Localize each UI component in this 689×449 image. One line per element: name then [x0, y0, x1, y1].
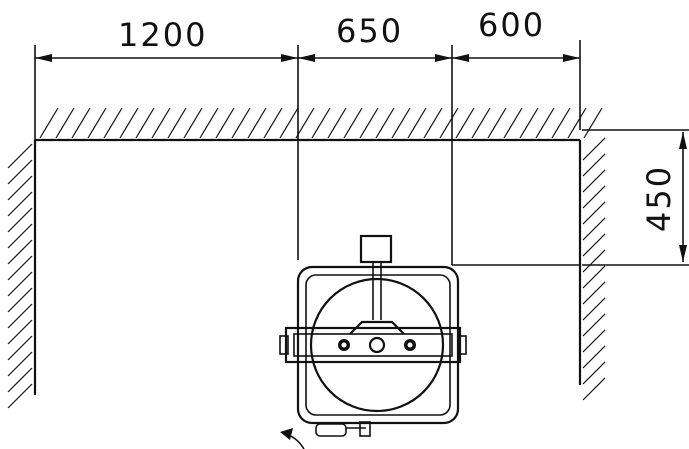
hatch-stroke [7, 319, 33, 345]
hatch-stroke [503, 107, 523, 139]
hatch-stroke [582, 361, 606, 385]
hatch-stroke [582, 217, 606, 241]
hatch-stroke [7, 175, 33, 201]
wall-hatching [7, 107, 606, 409]
hatch-stroke [567, 107, 587, 139]
hatch-stroke [295, 107, 315, 139]
hatch-stroke [582, 169, 606, 193]
hatch-stroke [7, 271, 33, 297]
hatch-stroke [7, 351, 33, 377]
hatch-stroke [119, 107, 139, 139]
hatch-stroke [359, 107, 379, 139]
hatch-stroke [582, 201, 606, 225]
hatch-stroke [582, 345, 606, 369]
right-dimension-line [679, 132, 687, 262]
hatch-stroke [375, 107, 395, 139]
hatch-stroke [167, 107, 187, 139]
hatch-stroke [7, 207, 33, 233]
hatch-stroke [247, 107, 267, 139]
hatch-stroke [7, 383, 33, 409]
appliance-top-view [279, 234, 467, 437]
hatch-stroke [582, 185, 606, 209]
hatch-stroke [7, 287, 33, 313]
hatch-stroke [327, 107, 347, 139]
hatch-stroke [87, 107, 107, 139]
hatch-stroke [583, 107, 603, 139]
hatch-stroke [582, 329, 606, 353]
hatch-stroke [519, 107, 539, 139]
hatch-stroke [391, 107, 411, 139]
hatch-stroke [7, 255, 33, 281]
dimension-width-right: 600 [478, 6, 545, 44]
hatch-stroke [407, 107, 427, 139]
hatch-stroke [343, 107, 363, 139]
hatch-stroke [151, 107, 171, 139]
hatch-stroke [487, 107, 507, 139]
hatch-stroke [439, 107, 459, 139]
hatch-stroke [199, 107, 219, 139]
top-dimension-line [35, 54, 580, 62]
dimension-width-left: 1200 [118, 16, 207, 54]
dimension-width-middle: 650 [336, 12, 403, 50]
hatch-stroke [582, 313, 606, 337]
hatch-stroke [135, 107, 155, 139]
hatch-stroke [582, 249, 606, 273]
hatch-stroke [71, 107, 91, 139]
hatch-stroke [582, 137, 606, 161]
wall-outline [33, 138, 582, 395]
hatch-stroke [582, 377, 606, 401]
hatch-stroke [39, 107, 59, 139]
hatch-stroke [7, 191, 33, 217]
hatch-stroke [215, 107, 235, 139]
hatch-stroke [582, 233, 606, 257]
hatch-stroke [7, 223, 33, 249]
hatch-stroke [55, 107, 75, 139]
hatch-stroke [103, 107, 123, 139]
hatch-stroke [582, 297, 606, 321]
hatch-stroke [311, 107, 331, 139]
curved-arrow-icon [280, 428, 305, 449]
hatch-stroke [582, 153, 606, 177]
hatch-stroke [471, 107, 491, 139]
hatch-stroke [551, 107, 571, 139]
hatch-stroke [231, 107, 251, 139]
hatch-stroke [263, 107, 283, 139]
hatch-stroke [7, 303, 33, 329]
hatch-stroke [423, 107, 443, 139]
hatch-stroke [7, 367, 33, 393]
extension-lines [34, 40, 689, 266]
hatch-stroke [279, 107, 299, 139]
hatch-stroke [183, 107, 203, 139]
dimension-depth-right: 450 [640, 165, 678, 232]
hatch-stroke [455, 107, 475, 139]
hatch-stroke [7, 159, 33, 185]
hatch-stroke [7, 239, 33, 265]
hatch-stroke [535, 107, 555, 139]
hatch-stroke [582, 281, 606, 305]
hatch-stroke [582, 265, 606, 289]
hatch-stroke [7, 143, 33, 169]
hatch-stroke [7, 335, 33, 361]
